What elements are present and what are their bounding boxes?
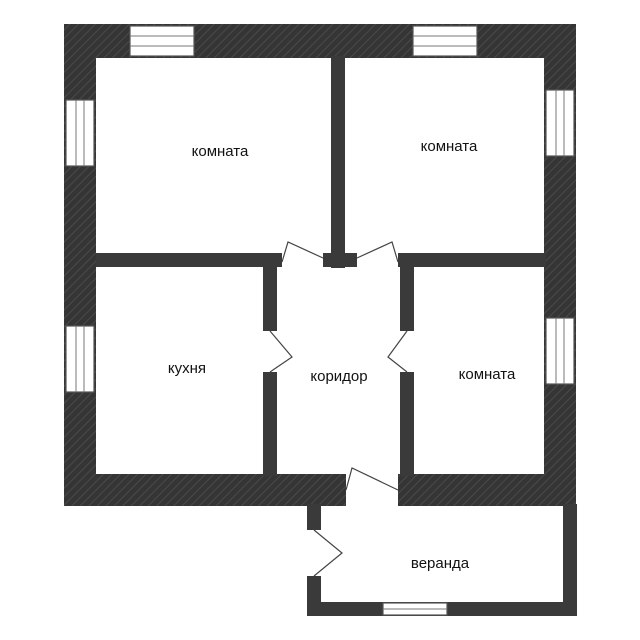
doors [269,241,408,577]
door-kitchen [269,330,293,373]
veranda-wall-left-top [307,504,321,530]
window-top-left [129,25,195,57]
window-left-upper [65,99,95,167]
room-labels: комната комната кухня коридор комната ве… [168,138,516,572]
label-kitchen: кухня [168,360,206,377]
door-room3 [387,330,408,373]
wall-vertical-top [331,56,345,268]
label-room-top-left: комната [192,143,249,160]
window-veranda-bottom [382,602,448,616]
interior-walls [96,56,546,476]
window-left-lower [65,325,95,393]
wall-bottom-left [64,474,346,506]
wall-kitchen-right-top [263,265,277,331]
wall-bottom-right [398,474,576,506]
wall-horizontal-right [398,253,546,267]
label-veranda: веранда [411,555,470,572]
wall-horizontal-mid [323,253,357,267]
window-right-lower [545,317,575,385]
label-room-top-right: комната [421,138,478,155]
wall-kitchen-right-bottom [263,372,277,476]
window-right-upper [545,89,575,157]
door-veranda-outside [313,529,343,577]
door-corridor-veranda [345,467,399,491]
windows [65,25,575,616]
label-room-right: комната [459,366,516,383]
wall-room3-left-bottom [400,372,414,476]
window-top-right [412,25,478,57]
door-room1 [281,241,324,263]
wall-room3-left-top [400,265,414,331]
label-corridor: коридор [310,368,367,385]
wall-left [64,24,96,506]
wall-horizontal-left [96,253,282,267]
veranda-wall-right [563,504,577,616]
door-room2 [356,241,399,263]
